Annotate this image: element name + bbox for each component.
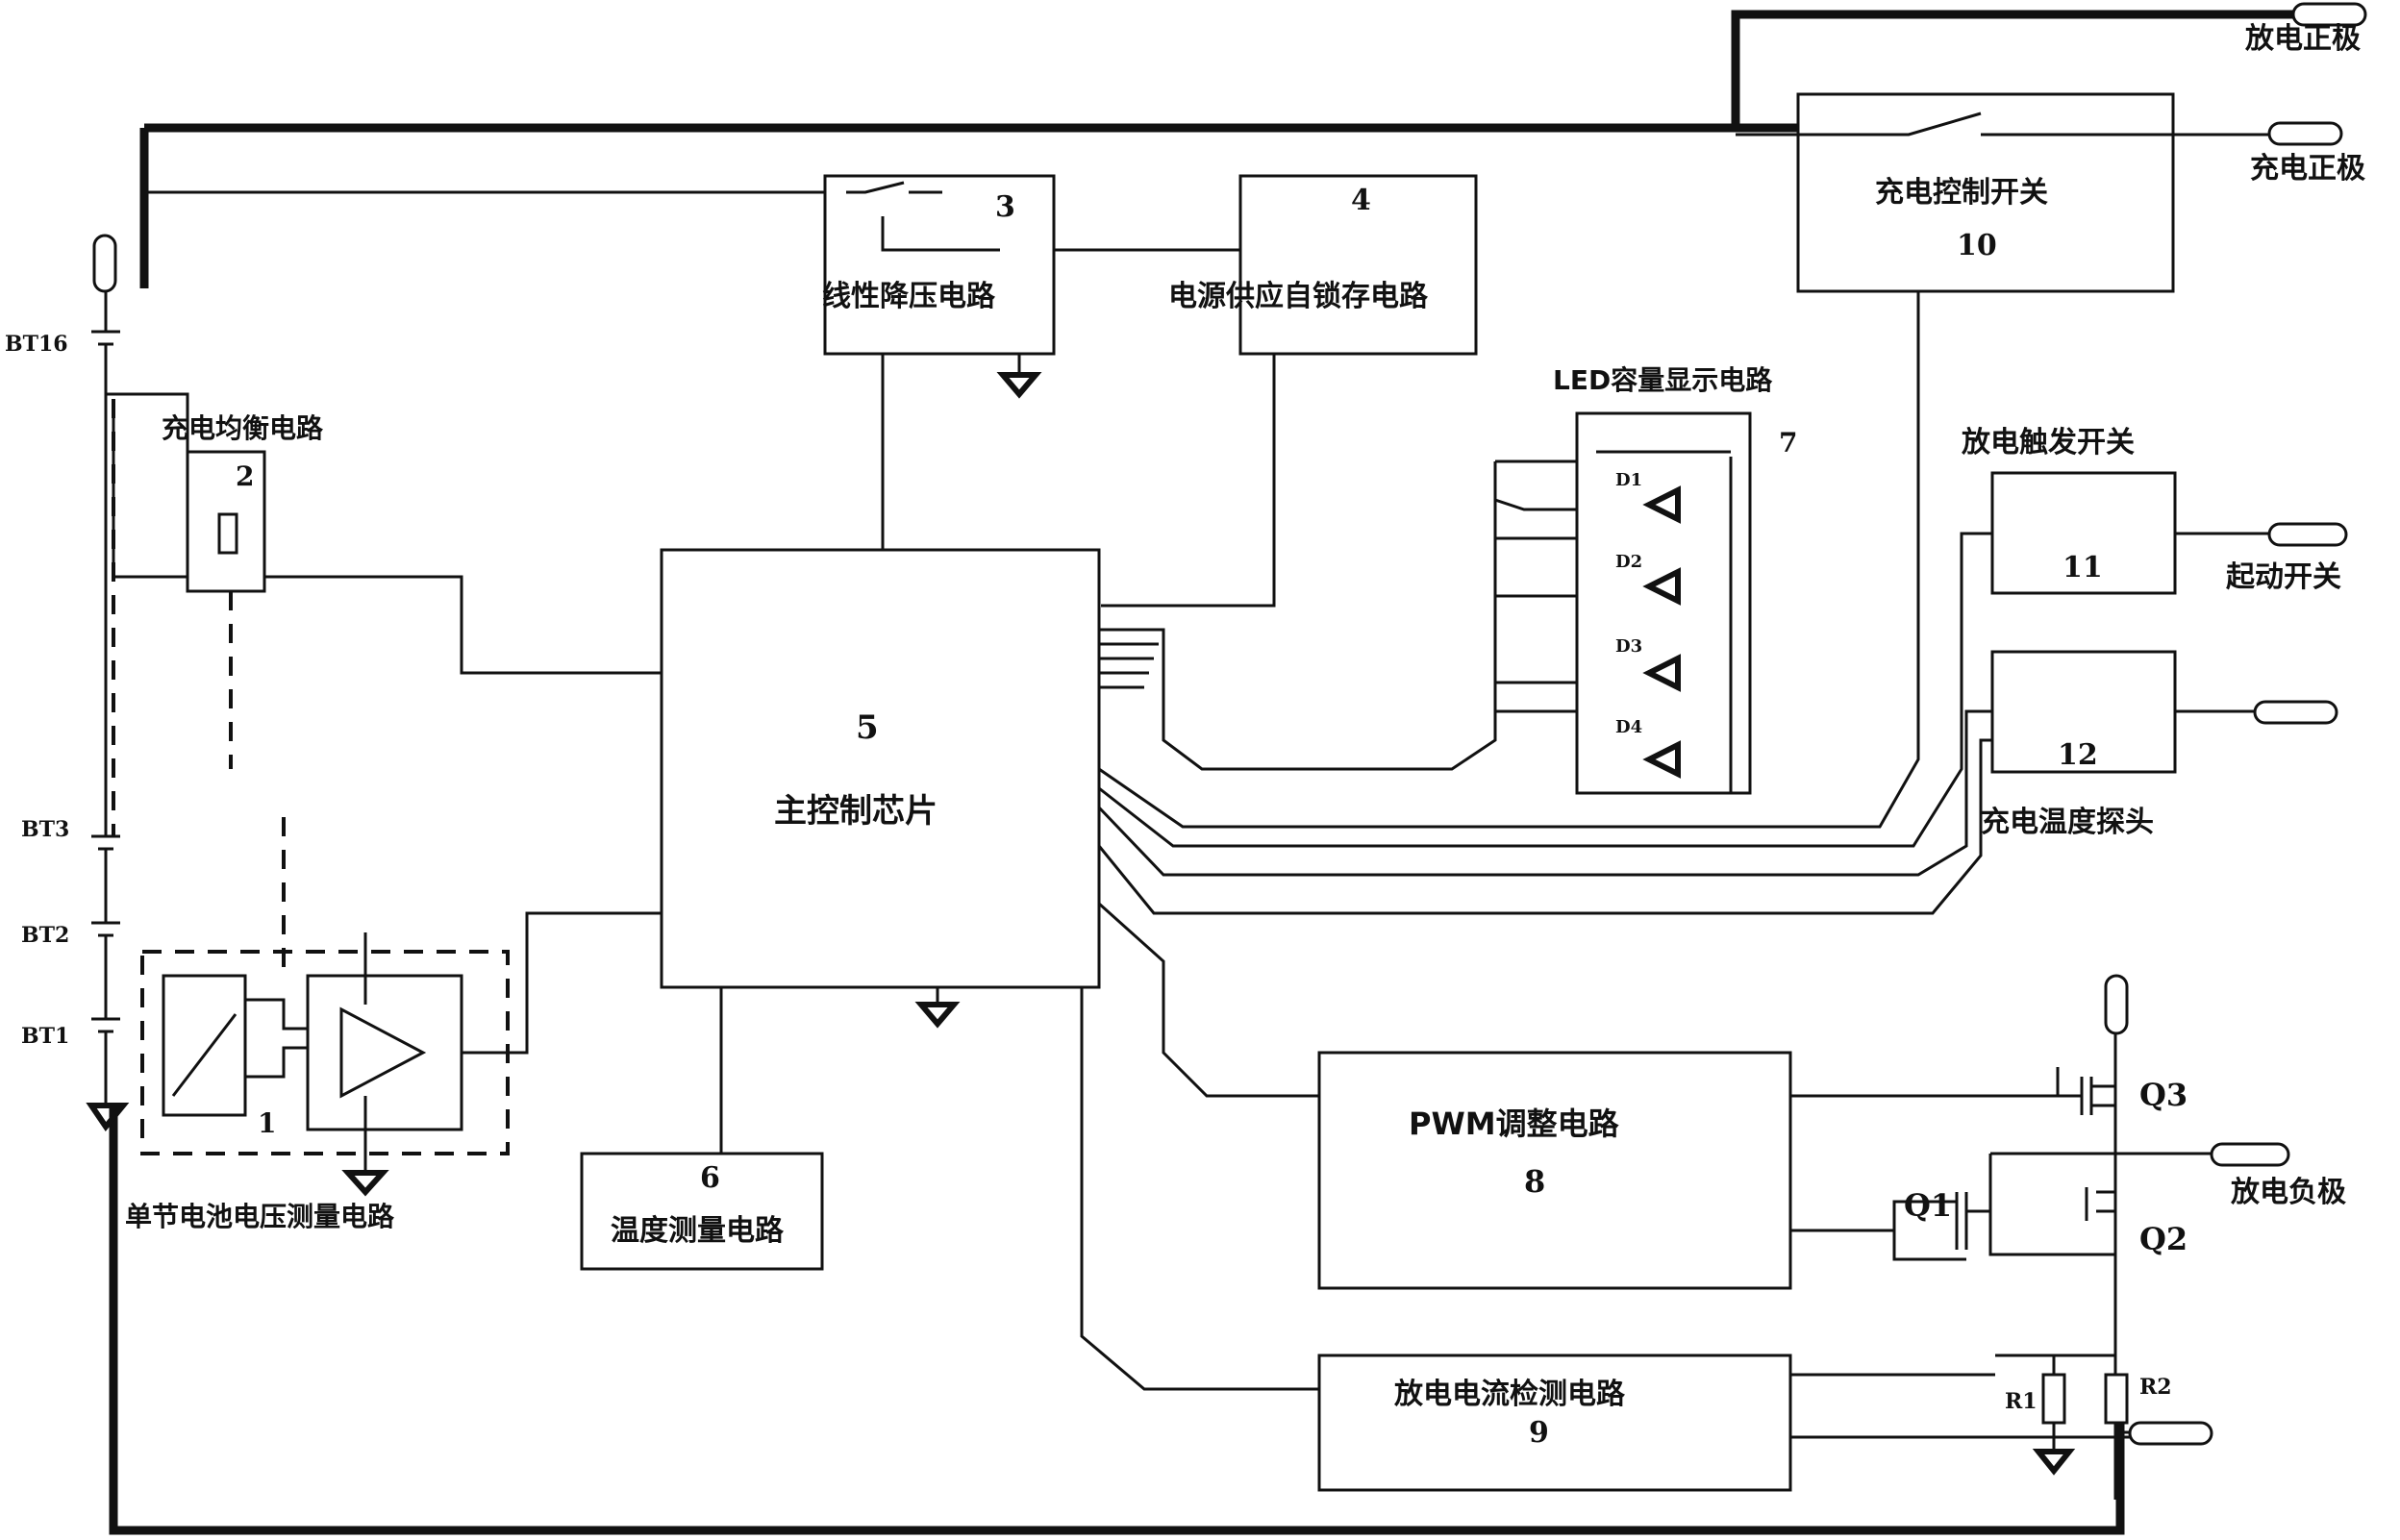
controller-ground [921,1005,954,1024]
temperature-label: 温度测量电路 [611,1214,785,1248]
led-display-number: 7 [1779,427,1797,459]
controller-number: 5 [856,708,879,747]
start-switch-terminal [2269,524,2346,545]
latch-label: 电源供应自锁存电路 [1168,280,1429,313]
balance-label: 充电均衡电路 [162,412,324,444]
probe-number: 12 [2058,738,2098,772]
current-detect-label: 放电电流检测电路 [1393,1378,1626,1411]
regulator-box [825,176,1054,354]
balance-number: 2 [236,460,254,492]
led-label-d2: D2 [1615,552,1642,572]
start-switch-label: 起动开关 [2226,560,2341,594]
transistor-label-q2: Q2 [2139,1221,2188,1257]
resistor-r1 [2043,1375,2064,1423]
charge-switch-number: 10 [1957,229,1997,262]
resistor-label-r2: R2 [2139,1375,2172,1400]
led-label-d4: D4 [1615,717,1642,737]
battery-top-terminal [94,236,115,291]
trigger-label: 放电触发开关 [1961,426,2135,460]
controller-box [662,550,1099,987]
controller-label: 主控制芯片 [774,792,938,831]
led-label-d3: D3 [1615,636,1642,657]
charge-balance-circuit: 充电均衡电路 2 [106,394,663,836]
power-latch-circuit: 电源供应自锁存电路 4 [1101,176,1476,606]
battery-label-bt16: BT16 [5,332,68,357]
sense-output-terminal [2130,1423,2212,1444]
discharge-neg-terminal-top [2106,976,2127,1033]
resistor-label-r1: R1 [2005,1389,2038,1414]
regulator-ground [1003,375,1036,394]
discharge-neg-terminal [2212,1144,2288,1165]
led-display-label: LED容量显示电路 [1553,364,1773,396]
battery-stack: BT16 BT3 BT2 BT1 [5,236,123,1127]
led-bus [1099,461,1495,769]
pwm-box [1319,1053,1790,1288]
discharge-pos-label: 放电正极 [2244,22,2361,56]
transistor-label-q3: Q3 [2139,1077,2188,1113]
probe-label: 充电温度探头 [1981,806,2154,839]
latch-number: 4 [1351,184,1371,217]
led-label-d1: D1 [1615,470,1642,490]
temperature-measurement: 6 温度测量电路 [582,987,822,1269]
pwm-number: 8 [1524,1163,1545,1200]
current-detect-box [1319,1355,1790,1490]
temperature-number: 6 [700,1161,720,1195]
amplifier-box [308,976,462,1130]
charge-pos-label: 充电正极 [2250,152,2365,186]
measurement-label: 单节电池电压测量电路 [125,1201,395,1232]
sense-ground [2038,1452,2069,1471]
op-amp-ground [348,1173,383,1192]
regulator-number: 3 [995,190,1015,224]
current-detect-number: 9 [1529,1416,1549,1450]
regulator-label: 线性降压电路 [822,280,996,313]
led-box [1577,413,1750,793]
balance-resistor [219,514,237,553]
resistor-r2 [2106,1375,2127,1423]
linear-regulator: 线性降压电路 3 [144,176,1240,550]
charge-pos-terminal [2269,123,2341,144]
battery-label-bt2: BT2 [21,923,69,948]
output-stage: Q3 Q1 Q2 R1 R2 放电负极 [1894,976,2346,1500]
ground-symbol [91,1105,123,1127]
trigger-number: 11 [2062,551,2103,584]
led-display-circuit: D1 D2 D3 D4 LED容量显示电路 7 [1099,364,1797,793]
probe-terminal [2255,702,2337,723]
measurement-number: 1 [258,1107,276,1139]
main-controller: 5 主控制芯片 [662,550,1099,1024]
pwm-label: PWM调整电路 [1409,1105,1620,1142]
battery-label-bt1: BT1 [21,1024,69,1049]
pwm-adjust-circuit: PWM调整电路 8 [1099,904,2058,1288]
charge-switch-label: 充电控制开关 [1875,176,2048,210]
discharge-neg-label: 放电负极 [2230,1176,2346,1209]
bottom-ground-rail [113,1105,2120,1530]
transistor-label-q1: Q1 [1904,1187,1952,1224]
battery-label-bt3: BT3 [21,817,69,842]
